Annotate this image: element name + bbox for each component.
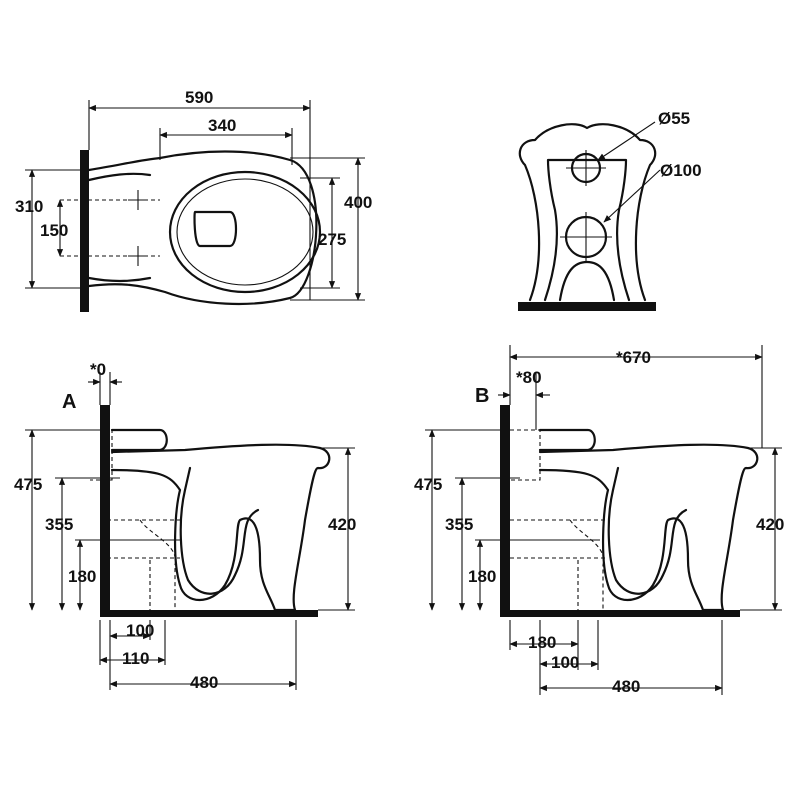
dim-wall-gap-a: *0 [90,360,106,379]
floor-base [518,302,656,311]
dim-depth-b: 480 [612,677,640,696]
dim-wall-gap-b: *80 [516,368,542,387]
bowl-rim [168,170,322,294]
dim-offset-180-b: 180 [528,633,556,652]
cistern-connector-b [538,428,596,452]
dim-seat-length: 340 [208,116,236,135]
dim-overall-width: 400 [344,193,372,212]
inlet-pipe-b [510,429,541,481]
dim-offset-110-a: 110 [122,649,149,668]
dim-inlet-height-a: 355 [45,515,73,534]
pedestal-outline [518,123,657,302]
foot-arch [558,260,616,302]
toilet-profile-b [538,443,759,612]
dim-bracket-spacing: 150 [40,221,68,240]
rear-body-contour [87,172,152,283]
bowl-inner [176,178,314,286]
dim-bracket-height: 310 [15,197,43,216]
front-view: Ø55 Ø100 [518,109,702,311]
dim-outlet-height-b: 180 [468,567,496,586]
dim-offset-100-a: 100 [126,621,154,640]
fixing-points [60,190,160,266]
side-view-b: B *670 *80 [414,345,784,696]
dim-rim-height-b: 420 [756,515,784,534]
view-label-b: B [475,385,489,407]
dim-outlet-diameter: Ø100 [660,161,702,180]
dim-depth-a: 480 [190,673,218,692]
dim-rim-height-a: 420 [328,515,356,534]
outlet-pipe-b [510,519,608,612]
dim-total-height-a: 475 [14,475,42,494]
dim-outlet-height-a: 180 [68,567,96,586]
wall-a [100,405,110,617]
trap-b [607,466,688,595]
front-centerlines [560,121,661,262]
outlet-pipe-a [100,519,180,612]
wall-b [500,405,510,617]
inlet-pipe-a [90,429,113,481]
dim-overall-length: 590 [185,88,213,107]
view-label-a: A [62,391,76,413]
dim-inlet-height-b: 355 [445,515,473,534]
dim-inlet-diameter: Ø55 [658,109,690,128]
dim-overall-depth-b: *670 [616,348,651,367]
floor-b [500,610,740,617]
dim-offset-100-b: 100 [551,653,579,672]
dim-total-height-b: 475 [414,475,442,494]
pedestal-inner [543,158,631,302]
wall-bracket [80,150,89,312]
top-view: 590 340 400 275 310 150 [15,88,372,312]
cistern-connector-a [110,428,168,452]
side-view-a: A *0 475 420 355 [14,360,356,692]
trap-a [179,466,260,595]
drain-opening [193,210,238,248]
toilet-profile-a [110,443,331,612]
dim-seat-width: 275 [318,230,346,249]
floor-a [100,610,318,617]
